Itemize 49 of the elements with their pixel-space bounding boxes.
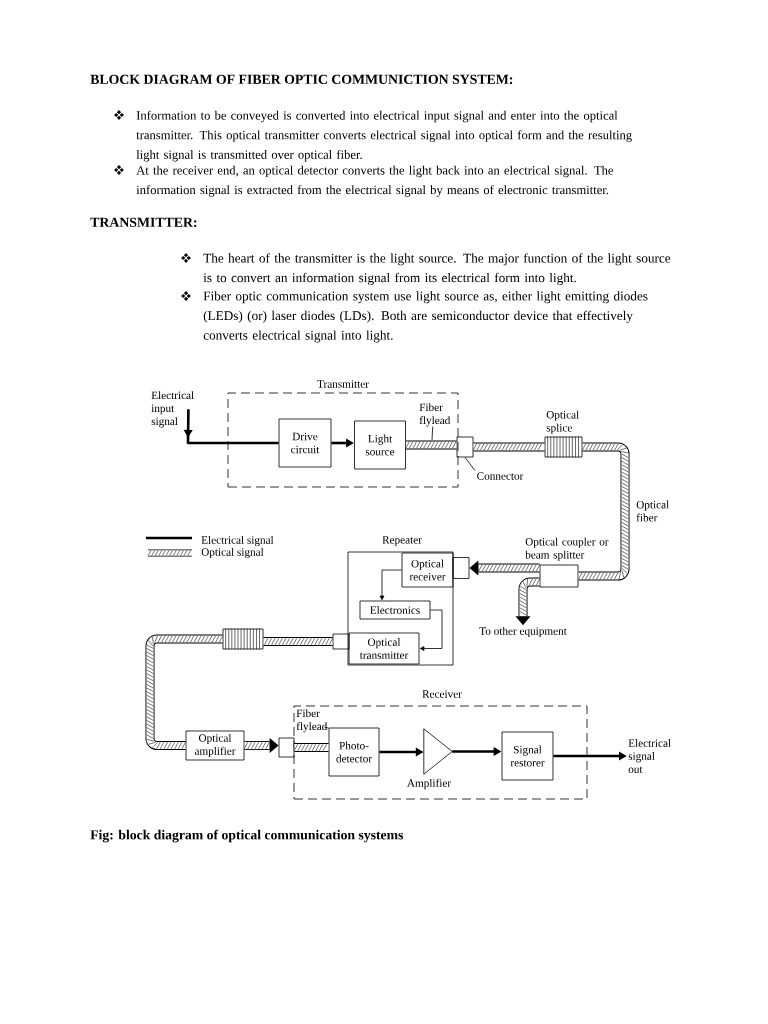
connector-box: [332, 633, 350, 650]
leader-line: [324, 726, 329, 729]
fiber-line: [405, 440, 457, 450]
connector-box: [456, 436, 474, 458]
process-box: Electronics: [359, 600, 431, 620]
process-box: Drive circuit: [278, 418, 332, 468]
legend-label: Optical signal: [201, 547, 264, 559]
bullet-paragraph: Information to be conveyed is converted into electrical input signal and enter into the optical transmitter. This optical transmitter converts electrical signal into optical form and the resulting light signal is transmitted over optical fiber.: [136, 110, 632, 162]
bullet-paragraph: At the receiver end, an optical detector converts the light back into an electrical signal. The information signal is extracted from the electrical signal by means of electronic transmitter.: [136, 165, 614, 197]
callout-label: Fiber flylead: [296, 709, 328, 733]
process-box: Optical amplifier: [185, 730, 245, 761]
bullet-paragraph: Fiber optic communication system use light source as, either light emitting diodes (LEDs) (or) laser diodes (LDs). Both are semiconductor device that effectively converts electrical signal into light.: [203, 291, 648, 343]
arrow: [419, 609, 443, 651]
process-box: Optical receiver: [401, 552, 454, 588]
text-label: To other equipment: [479, 626, 567, 638]
component-label: Optical coupler or beam splitter: [525, 537, 609, 561]
bullet-paragraph: The heart of the transmitter is the light source. The major function of the light source is to convert an information signal from its electrical form into light.: [203, 253, 671, 285]
connector-box: [452, 557, 470, 579]
component-label: Amplifier: [407, 778, 451, 790]
group-title: Receiver: [422, 690, 462, 698]
fiber-arrow: [469, 560, 541, 576]
process-box: Photo- detector: [328, 727, 380, 777]
edge-label: Optical fiber: [636, 500, 669, 522]
section-heading: TRANSMITTER:: [90, 217, 197, 228]
process-box: Optical transmitter: [348, 632, 420, 665]
fiber-arrow: [243, 738, 279, 753]
fiber-line: [578, 442, 630, 581]
component-label: Optical splice: [546, 410, 579, 434]
splice-box: [222, 628, 264, 650]
process-box: Signal restorer: [501, 731, 554, 781]
group-title: Transmitter: [317, 380, 369, 388]
connector-box: [278, 737, 295, 758]
process-box: Light source: [354, 420, 406, 470]
callout-label: Fiber flylead: [419, 403, 451, 427]
page-title: BLOCK DIAGRAM OF FIBER OPTIC COMMUNICTION SYSTEM:: [90, 74, 513, 84]
arrow: [379, 569, 402, 601]
leader-line: [431, 426, 434, 441]
fiber-line: [263, 637, 334, 646]
figure-caption: Fig: block diagram of optical communication systems: [90, 829, 404, 843]
fiber-line: [472, 442, 545, 452]
fiber-line: [293, 743, 329, 752]
signal-label: Electrical input signal: [151, 391, 194, 428]
callout-label: Connector: [477, 472, 524, 480]
fiber-line: [145, 634, 224, 750]
fiber-arrow: [515, 577, 541, 626]
leader-line: [464, 457, 476, 471]
signal-label: Electrical signal out: [628, 739, 671, 773]
legend-label: Electrical signal: [201, 535, 274, 547]
group-title: Repeater: [382, 536, 422, 546]
